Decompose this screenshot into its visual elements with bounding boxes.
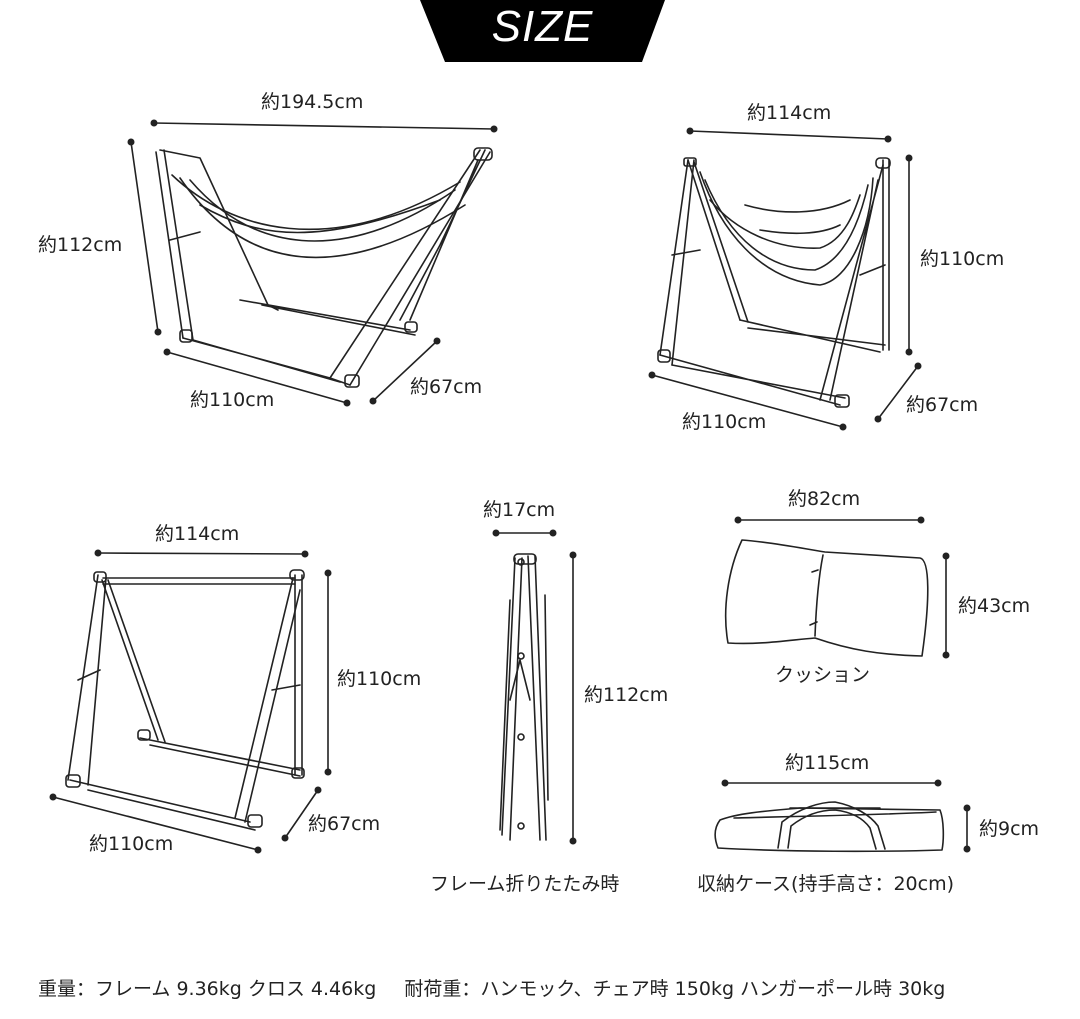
spec-footer: 重量：フレーム 9.36kg クロス 4.46kg 耐荷重：ハンモック、チェア時…: [38, 977, 945, 1001]
storage-case-height-label: 約9cm: [979, 818, 1040, 840]
cushion-height-label: 約43cm: [958, 595, 1031, 617]
storage-case-width-label: 約115cm: [785, 752, 870, 774]
folded-frame-caption: フレーム折りたたみ時: [430, 873, 620, 895]
cushion-drawing: [724, 516, 950, 659]
hanger-drawing: [49, 549, 332, 854]
hanger-length-label: 約110cm: [89, 833, 174, 855]
page-title: SIZE: [491, 2, 594, 51]
chair-length-label: 約110cm: [682, 411, 767, 433]
folded-frame-dimension-lines: [492, 529, 577, 845]
storage-case-drawing: [714, 779, 971, 853]
hanger-depth-label: 約67cm: [308, 813, 381, 835]
hanger-dimension-lines: [49, 549, 332, 854]
chair-drawing: [648, 127, 922, 431]
storage-case-dimension-lines: [721, 779, 971, 853]
size-banner: SIZE: [0, 0, 1080, 64]
folded-frame-height-label: 約112cm: [584, 684, 669, 706]
chair-dimension-lines: [648, 127, 922, 431]
chair-height-label: 約110cm: [920, 248, 1005, 270]
weight-spec: 重量：フレーム 9.36kg クロス 4.46kg: [38, 978, 377, 1000]
cushion-caption: クッション: [775, 664, 871, 686]
storage-case-caption: 収納ケース(持手高さ：20cm): [697, 873, 955, 895]
load-capacity-spec: 耐荷重：ハンモック、チェア時 150kg ハンガーポール時 30kg: [404, 978, 946, 1000]
hanger-width-label: 約114cm: [155, 523, 240, 545]
hammock-length-label: 約110cm: [190, 389, 275, 411]
hanger-height-label: 約110cm: [337, 668, 422, 690]
hammock-width-label: 約194.5cm: [261, 91, 364, 113]
hammock-depth-label: 約67cm: [410, 376, 483, 398]
hammock-dimension-lines: [127, 119, 498, 407]
folded-frame-drawing: [492, 529, 577, 845]
chair-depth-label: 約67cm: [906, 394, 979, 416]
hammock-drawing: [127, 119, 498, 407]
hammock-height-label: 約112cm: [38, 234, 123, 256]
banner-shape: [420, 0, 665, 62]
cushion-width-label: 約82cm: [788, 488, 861, 510]
chair-width-label: 約114cm: [747, 102, 832, 124]
folded-frame-width-label: 約17cm: [483, 499, 556, 521]
cushion-dimension-lines: [734, 516, 950, 659]
